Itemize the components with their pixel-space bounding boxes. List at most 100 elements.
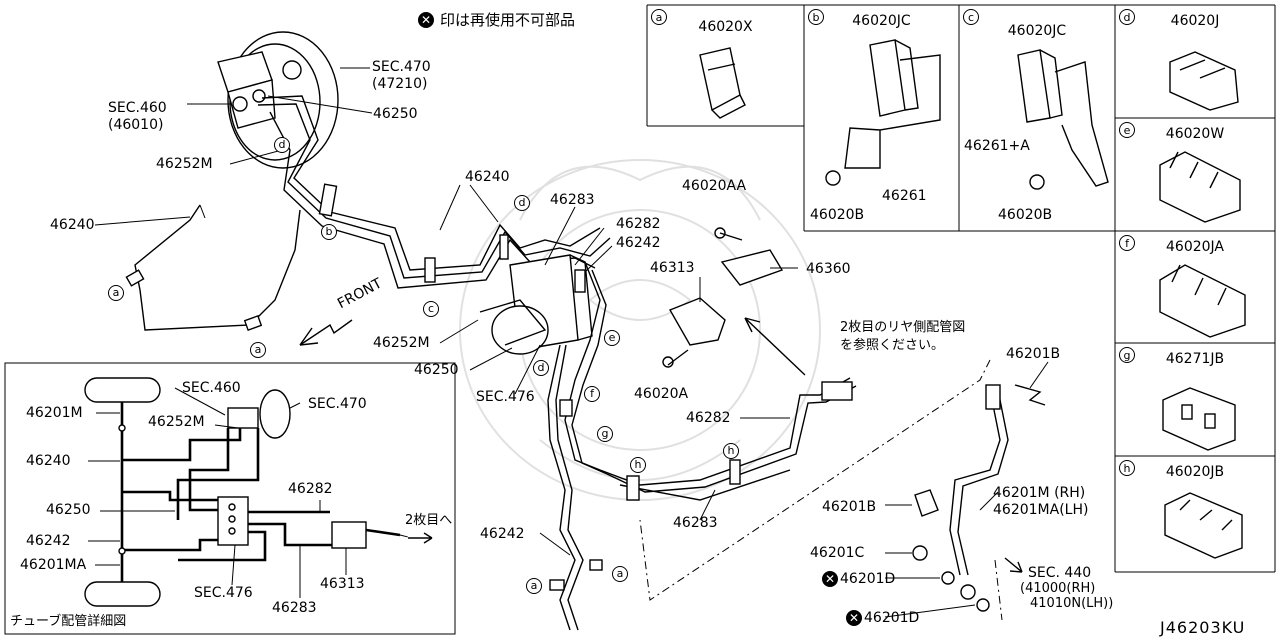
detail-label-46313[interactable]: 46313 (320, 576, 365, 592)
label-46250-mid[interactable]: 46250 (414, 362, 459, 378)
detail-label-46201ma[interactable]: 46201MA (20, 557, 87, 573)
label-46201c[interactable]: 46201C (810, 545, 865, 561)
clip-46020jb-sketch (1164, 492, 1243, 559)
label-46360[interactable]: 46360 (806, 261, 851, 277)
callout-a-bottom-left[interactable]: a (526, 578, 542, 594)
part-number: 46020JC (852, 13, 911, 29)
callout-f-tube[interactable]: f (584, 386, 600, 402)
label-sec440[interactable]: SEC. 440 (1028, 565, 1092, 581)
label-46201ma-lh[interactable]: 46201MA(LH) (993, 502, 1089, 518)
detail-label-46240[interactable]: 46240 (26, 453, 71, 469)
label-46261: 46261 (882, 188, 927, 204)
callout-id: g (1119, 347, 1135, 363)
detail-to-sheet2[interactable]: 2枚目へ (405, 513, 453, 528)
part-number: 46020X (698, 19, 753, 35)
legend-cell-h[interactable]: h 46020JB (1115, 456, 1275, 572)
label-sec476[interactable]: SEC.476 (476, 389, 535, 405)
clip-46020w-sketch (1159, 151, 1241, 223)
label-46242-bottom[interactable]: 46242 (480, 526, 525, 542)
rear-piping-note-line2: を参照ください。 (840, 338, 945, 353)
detail-inset-drawing (4, 362, 456, 635)
label-46313[interactable]: 46313 (650, 260, 695, 276)
legend-cell-g[interactable]: g 46271JB (1115, 343, 1275, 456)
detail-label-46250[interactable]: 46250 (46, 502, 91, 518)
detail-label-sec476[interactable]: SEC.476 (194, 585, 253, 601)
callout-g-tube[interactable]: g (597, 426, 613, 442)
label-46252m-mid[interactable]: 46252M (373, 335, 430, 351)
callout-h-tube-right[interactable]: h (723, 443, 739, 459)
non-reusable-note: 印は再使用不可部品 (440, 11, 576, 29)
detail-label-46282[interactable]: 46282 (288, 481, 333, 497)
callout-h-tube-left[interactable]: h (630, 457, 646, 473)
callout-id: a (651, 9, 667, 25)
legend-grid-lines (646, 4, 1276, 573)
legend-cell-f[interactable]: f 46020JA (1115, 231, 1275, 343)
non-reusable-icon: ✕ (418, 12, 434, 28)
clip-46020x-sketch (699, 47, 746, 119)
non-reusable-icon: ✕ (822, 571, 838, 587)
label-sec470-ref: (47210) (372, 76, 428, 92)
legend-cell-e[interactable]: e 46020W (1115, 118, 1275, 231)
label-sec440-rh: (41000(RH) (1020, 581, 1096, 596)
diagram-code: J46203KU (1160, 618, 1246, 637)
clip-46020jc-c-sketch (1017, 49, 1109, 190)
callout-d-abs-bottom[interactable]: d (533, 360, 549, 376)
legend-cell-a[interactable]: a 46020X (647, 5, 804, 126)
label-46201b-top[interactable]: 46201B (1006, 346, 1061, 362)
label-46201d-1[interactable]: 46201D (840, 571, 896, 587)
callout-c-tube[interactable]: c (423, 301, 439, 317)
label-46020b-c: 46020B (998, 207, 1053, 223)
brake-booster-sketch (187, 31, 373, 169)
label-46252m-booster[interactable]: 46252M (156, 156, 213, 172)
callout-a-bottom-right[interactable]: a (612, 566, 628, 582)
callout-a-left-top[interactable]: a (108, 285, 124, 301)
label-46283-mid[interactable]: 46283 (673, 515, 718, 531)
callout-id: f (1119, 235, 1135, 251)
legend-cell-b[interactable]: b 46020JC (804, 5, 959, 231)
label-sec470[interactable]: SEC.470 (372, 59, 431, 75)
detail-label-46283[interactable]: 46283 (272, 600, 317, 616)
label-sec440-lh: 41010N(LH)) (1030, 596, 1114, 611)
watermark-emblem (459, 159, 821, 501)
label-46201d-2[interactable]: 46201D (864, 610, 920, 626)
detail-label-46201m[interactable]: 46201M (26, 405, 83, 421)
part-number: 46020JC (1007, 23, 1067, 39)
label-46282-top[interactable]: 46282 (616, 216, 661, 232)
part-number: 46020JB (1165, 464, 1225, 480)
callout-id: h (1119, 460, 1135, 476)
label-46201b-mid[interactable]: 46201B (822, 499, 877, 515)
callout-b-tube[interactable]: b (321, 224, 337, 240)
label-46240-left[interactable]: 46240 (50, 217, 95, 233)
label-46242-top[interactable]: 46242 (616, 235, 661, 251)
callout-d-booster[interactable]: d (274, 137, 290, 153)
detail-label-sec470[interactable]: SEC.470 (308, 396, 367, 412)
callout-d-abs-top[interactable]: d (514, 195, 530, 211)
callout-a-left-bottom[interactable]: a (250, 342, 266, 358)
callout-id: b (808, 9, 824, 25)
main-tube-run (94, 95, 1049, 631)
detail-label-46252m[interactable]: 46252M (148, 414, 205, 430)
clip-46020j-sketch (1169, 51, 1239, 111)
label-46020aa[interactable]: 46020AA (682, 178, 747, 194)
label-46282-mid[interactable]: 46282 (686, 410, 731, 426)
label-46020b-b: 46020B (810, 207, 865, 223)
callout-id: d (1119, 9, 1135, 25)
label-sec460[interactable]: SEC.460 (108, 100, 167, 116)
label-46201m-rh[interactable]: 46201M (RH) (993, 485, 1086, 501)
detail-title: チューブ配管詳細図 (10, 614, 127, 629)
non-reusable-icon: ✕ (846, 610, 862, 626)
rear-piping-note-line1: 2枚目のリヤ側配管図 (840, 320, 966, 335)
label-46250-booster[interactable]: 46250 (373, 106, 418, 122)
label-46020a[interactable]: 46020A (634, 386, 689, 402)
label-46283-top[interactable]: 46283 (550, 192, 595, 208)
legend-cell-c[interactable]: c 46020JC (959, 5, 1115, 231)
legend-cell-d[interactable]: d 46020J (1115, 5, 1275, 118)
detail-label-46242[interactable]: 46242 (26, 533, 71, 549)
part-number: 46020W (1165, 126, 1225, 142)
callout-e-tube[interactable]: e (604, 330, 620, 346)
label-46240-top[interactable]: 46240 (465, 169, 510, 185)
label-46261a: 46261+A (964, 138, 1030, 154)
detail-label-sec460[interactable]: SEC.460 (182, 380, 241, 396)
